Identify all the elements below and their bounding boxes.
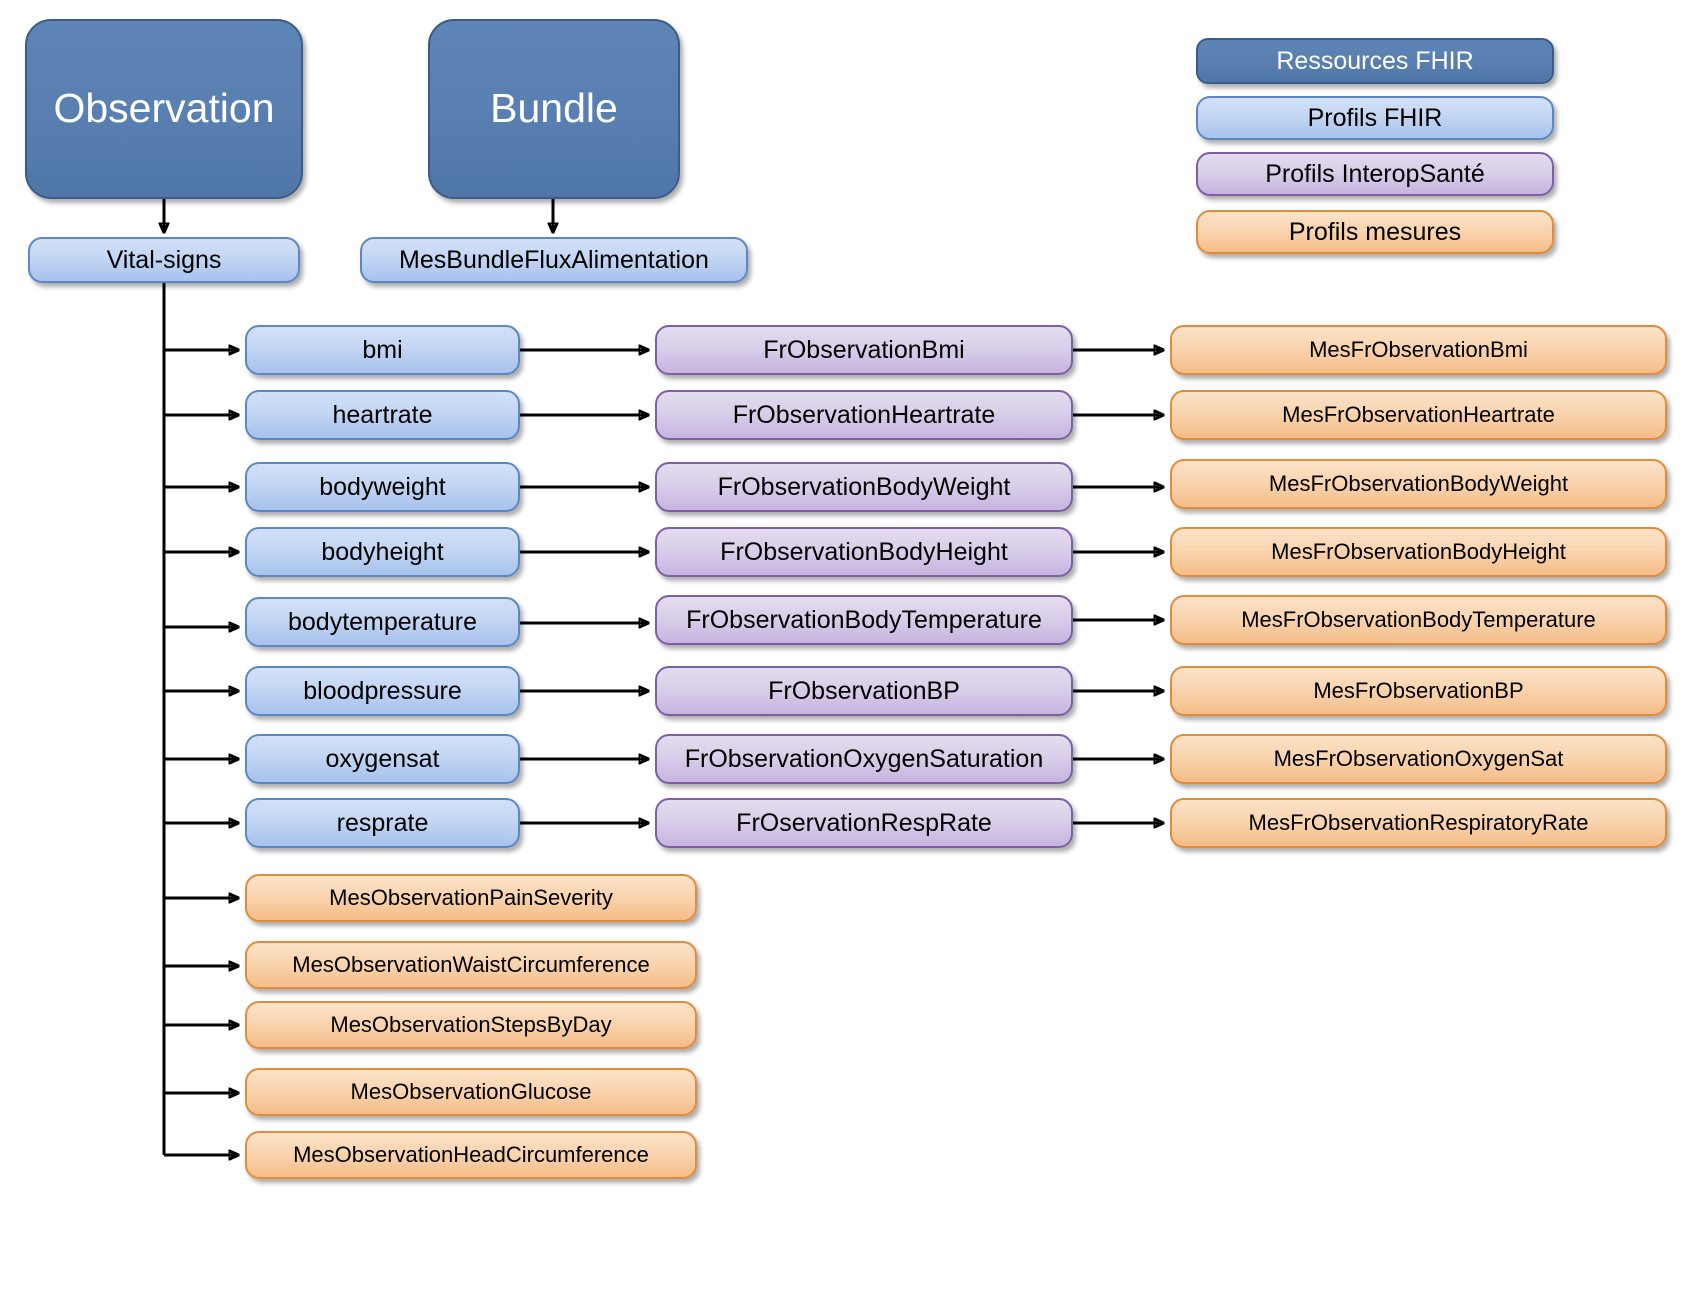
profile-mesbundlefluxalimentation-label: MesBundleFluxAlimentation — [399, 246, 709, 274]
profile-mesobservationheadcircumference-label: MesObservationHeadCircumference — [293, 1141, 649, 1167]
profile-mesfrobservationbodyheight[interactable]: MesFrObservationBodyHeight — [1170, 527, 1667, 577]
profile-mesobservationstepsbyday-label: MesObservationStepsByDay — [330, 1011, 612, 1037]
profile-frobservationbodyweight-label: FrObservationBodyWeight — [717, 473, 1011, 501]
profile-mesfrobservationbodyweight-label: MesFrObservationBodyWeight — [1268, 470, 1569, 496]
profile-mesobservationstepsbyday[interactable]: MesObservationStepsByDay — [245, 1001, 697, 1049]
legend-label-profils-interopsante: Profils InteropSanté — [1265, 160, 1485, 188]
profile-bodytemperature[interactable]: bodytemperature — [245, 597, 520, 647]
profile-mesfrobservationbmi[interactable]: MesFrObservationBmi — [1170, 325, 1667, 375]
legend-item-profils-mesures: Profils mesures — [1196, 210, 1554, 254]
profile-frobservationbp[interactable]: FrObservationBP — [655, 666, 1073, 716]
legend-item-ressources-fhir: Ressources FHIR — [1196, 38, 1554, 84]
legend-label-profils-fhir: Profils FHIR — [1307, 104, 1443, 132]
profile-resprate[interactable]: resprate — [245, 798, 520, 848]
profile-frobservationbmi[interactable]: FrObservationBmi — [655, 325, 1073, 375]
profile-mesfrobservationbodyheight-label: MesFrObservationBodyHeight — [1271, 538, 1566, 564]
profile-mesobservationwaistcircumference[interactable]: MesObservationWaistCircumference — [245, 941, 697, 989]
profile-bodyweight[interactable]: bodyweight — [245, 462, 520, 512]
profile-frobservationheartrate-label: FrObservationHeartrate — [732, 401, 996, 429]
profile-frobservationbp-label: FrObservationBP — [768, 677, 960, 705]
profile-froservationresprate[interactable]: FrOservationRespRate — [655, 798, 1073, 848]
profile-frobservationoxygensaturation-label: FrObservationOxygenSaturation — [684, 745, 1044, 773]
profile-bloodpressure[interactable]: bloodpressure — [245, 666, 520, 716]
profile-mesfrobservationbodyweight[interactable]: MesFrObservationBodyWeight — [1170, 459, 1667, 509]
profile-frobservationbodyheight-label: FrObservationBodyHeight — [720, 538, 1008, 566]
profile-mesobservationwaistcircumference-label: MesObservationWaistCircumference — [292, 951, 650, 977]
profile-bmi[interactable]: bmi — [245, 325, 520, 375]
profile-bodytemperature-label: bodytemperature — [287, 608, 477, 636]
profile-oxygensat-label: oxygensat — [325, 745, 440, 773]
legend-label-profils-mesures: Profils mesures — [1288, 218, 1462, 246]
profile-frobservationheartrate[interactable]: FrObservationHeartrate — [655, 390, 1073, 440]
profile-mesobservationheadcircumference[interactable]: MesObservationHeadCircumference — [245, 1131, 697, 1179]
profile-bmi-label: bmi — [362, 336, 403, 364]
profile-mesfrobservationheartrate-label: MesFrObservationHeartrate — [1282, 401, 1555, 427]
resource-bundle[interactable]: Bundle — [428, 19, 680, 199]
profile-frobservationbodytemperature[interactable]: FrObservationBodyTemperature — [655, 595, 1073, 645]
profile-heartrate-label: heartrate — [332, 401, 433, 429]
profile-vital-signs[interactable]: Vital-signs — [28, 237, 300, 283]
profile-mesfrobservationbodytemperature[interactable]: MesFrObservationBodyTemperature — [1170, 595, 1667, 645]
profile-mesfrobservationbp[interactable]: MesFrObservationBP — [1170, 666, 1667, 716]
profile-mesfrobservationrespiratoryrate-label: MesFrObservationRespiratoryRate — [1248, 809, 1589, 835]
profile-bodyweight-label: bodyweight — [319, 473, 446, 501]
legend-label-ressources-fhir: Ressources FHIR — [1276, 47, 1474, 75]
legend-item-profils-interopsante: Profils InteropSanté — [1196, 152, 1554, 196]
profile-frobservationbodyheight[interactable]: FrObservationBodyHeight — [655, 527, 1073, 577]
resource-observation[interactable]: Observation — [25, 19, 303, 199]
profile-mesfrobservationoxygensat[interactable]: MesFrObservationOxygenSat — [1170, 734, 1667, 784]
legend-item-profils-fhir: Profils FHIR — [1196, 96, 1554, 140]
profile-froservationresprate-label: FrOservationRespRate — [736, 809, 992, 837]
profile-mesfrobservationheartrate[interactable]: MesFrObservationHeartrate — [1170, 390, 1667, 440]
profile-heartrate[interactable]: heartrate — [245, 390, 520, 440]
profile-bloodpressure-label: bloodpressure — [303, 677, 462, 705]
profile-vital-signs-label: Vital-signs — [106, 246, 222, 274]
resource-observation-label: Observation — [53, 85, 275, 132]
profile-mesfrobservationbmi-label: MesFrObservationBmi — [1309, 336, 1528, 362]
profile-mesobservationpainseverity[interactable]: MesObservationPainSeverity — [245, 874, 697, 922]
profile-mesbundlefluxalimentation[interactable]: MesBundleFluxAlimentation — [360, 237, 748, 283]
profile-mesobservationglucose[interactable]: MesObservationGlucose — [245, 1068, 697, 1116]
profile-mesobservationpainseverity-label: MesObservationPainSeverity — [329, 884, 613, 910]
profile-bodyheight-label: bodyheight — [321, 538, 444, 566]
profile-mesfrobservationoxygensat-label: MesFrObservationOxygenSat — [1273, 745, 1564, 771]
profile-mesobservationglucose-label: MesObservationGlucose — [350, 1078, 592, 1104]
profile-mesfrobservationbodytemperature-label: MesFrObservationBodyTemperature — [1241, 606, 1596, 632]
profile-frobservationbmi-label: FrObservationBmi — [763, 336, 965, 364]
profile-resprate-label: resprate — [336, 809, 429, 837]
profile-mesfrobservationrespiratoryrate[interactable]: MesFrObservationRespiratoryRate — [1170, 798, 1667, 848]
resource-bundle-label: Bundle — [490, 85, 618, 132]
profile-mesfrobservationbp-label: MesFrObservationBP — [1313, 677, 1524, 703]
profile-oxygensat[interactable]: oxygensat — [245, 734, 520, 784]
profile-frobservationoxygensaturation[interactable]: FrObservationOxygenSaturation — [655, 734, 1073, 784]
profile-bodyheight[interactable]: bodyheight — [245, 527, 520, 577]
profile-frobservationbodyweight[interactable]: FrObservationBodyWeight — [655, 462, 1073, 512]
profile-frobservationbodytemperature-label: FrObservationBodyTemperature — [686, 606, 1042, 634]
